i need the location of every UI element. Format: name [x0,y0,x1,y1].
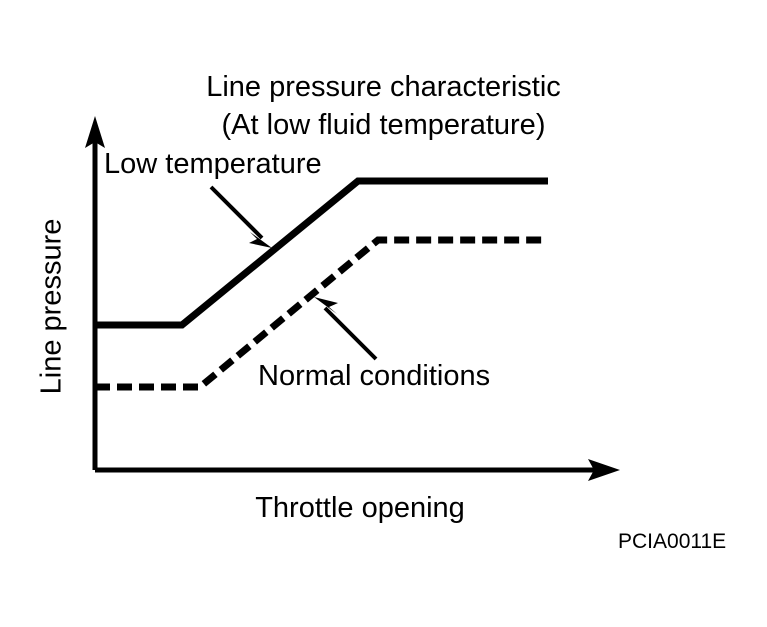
leader-arrow-low-temperature [209,185,272,248]
x-axis [95,459,620,481]
leader-arrow-normal-conditions [314,297,378,361]
figure-code: PCIA0011E [618,530,727,553]
x-axis-label: Throttle opening [255,492,465,524]
chart-title-line-1: Line pressure characteristic [206,71,561,103]
series-line-normal-conditions [95,236,548,391]
x-axis-arrowhead [588,459,620,481]
y-axis-arrowhead [85,116,105,148]
chart-title: Line pressure characteristic (At low flu… [0,68,767,144]
series-line-low-temperature [95,177,548,329]
series-label-normal-conditions: Normal conditions [258,360,491,392]
y-axis [85,116,105,470]
chart-title-line-2: (At low fluid temperature) [221,109,546,141]
series-label-low-temperature: Low temperature [104,148,322,180]
y-axis-label: Line pressure [35,218,68,395]
